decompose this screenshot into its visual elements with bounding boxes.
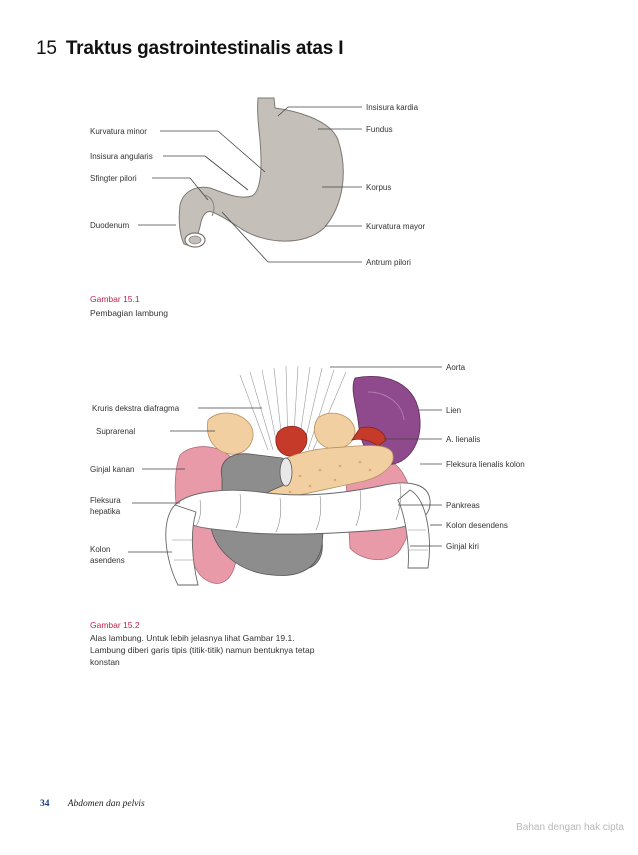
label-hepatika: hepatika bbox=[90, 507, 121, 516]
figure2-labels-left: Kruris dekstra diafragma Suprarenal Ginj… bbox=[90, 404, 180, 565]
figure1-labels-right: Insisura kardia Fundus Korpus Kurvatura … bbox=[366, 103, 425, 267]
figure1-caption-text: Pembagian lambung bbox=[90, 308, 168, 318]
figure2-labels-right: Aorta Lien A. lienalis Fleksura lienalis… bbox=[446, 363, 525, 551]
label-aorta: Aorta bbox=[446, 363, 466, 372]
label-kurvatura-mayor: Kurvatura mayor bbox=[366, 222, 425, 231]
figure1-caption-title: Gambar 15.1 bbox=[90, 294, 140, 304]
figure1-leader-lines bbox=[138, 106, 362, 263]
figure2-caption-line: Alas lambung. Untuk lebih jelasnya lihat… bbox=[90, 633, 295, 643]
figure2-caption-line: Lambung diberi garis tipis (titik-titik)… bbox=[90, 645, 315, 655]
copyright-watermark: Bahan dengan hak cipta bbox=[516, 822, 624, 833]
label-pankreas: Pankreas bbox=[446, 501, 480, 510]
label-insisura-kardia: Insisura kardia bbox=[366, 103, 419, 112]
label-asendens: asendens bbox=[90, 556, 125, 565]
figure2-leader-lines bbox=[128, 366, 442, 553]
label-kolon: Kolon bbox=[90, 545, 110, 554]
label-kurvatura-minor: Kurvatura minor bbox=[90, 127, 147, 136]
label-suprarenal: Suprarenal bbox=[96, 427, 135, 436]
label-duodenum: Duodenum bbox=[90, 221, 129, 230]
chapter-number: 15 bbox=[36, 38, 57, 59]
stomach-bed-illustration bbox=[165, 365, 431, 586]
page-number: 34 bbox=[40, 799, 50, 809]
label-lien: Lien bbox=[446, 406, 461, 415]
label-insisura-angularis: Insisura angularis bbox=[90, 152, 153, 161]
label-ginjal-kanan: Ginjal kanan bbox=[90, 465, 134, 474]
label-ginjal-kiri: Ginjal kiri bbox=[446, 542, 479, 551]
stomach-illustration bbox=[178, 97, 344, 248]
chapter-title: Traktus gastrointestinalis atas I bbox=[65, 38, 344, 59]
label-fleksura: Fleksura bbox=[90, 496, 121, 505]
figure2-caption-text: Alas lambung. Untuk lebih jelasnya lihat… bbox=[90, 632, 314, 668]
figure2-caption-line: konstan bbox=[90, 657, 120, 667]
label-kruris-dekstra: Kruris dekstra diafragma bbox=[92, 404, 180, 413]
section-name: Abdomen dan pelvis bbox=[67, 799, 145, 809]
label-fleksura-lienalis-kolon: Fleksura lienalis kolon bbox=[446, 460, 525, 469]
label-antrum-pilori: Antrum pilori bbox=[366, 258, 411, 267]
label-a-lienalis: A. lienalis bbox=[446, 435, 480, 444]
page-title: 15 Traktus gastrointestinalis atas I bbox=[36, 38, 343, 60]
label-korpus: Korpus bbox=[366, 183, 391, 192]
page-footer: 34 Abdomen dan pelvis bbox=[40, 799, 145, 809]
label-sfingter-pilori: Sfingter pilori bbox=[90, 174, 137, 183]
figure1-labels-left: Kurvatura minor Insisura angularis Sfing… bbox=[90, 127, 153, 230]
label-kolon-desendens: Kolon desendens bbox=[446, 521, 508, 530]
figure2-caption-title: Gambar 15.2 bbox=[90, 620, 140, 630]
label-fundus: Fundus bbox=[366, 125, 393, 134]
